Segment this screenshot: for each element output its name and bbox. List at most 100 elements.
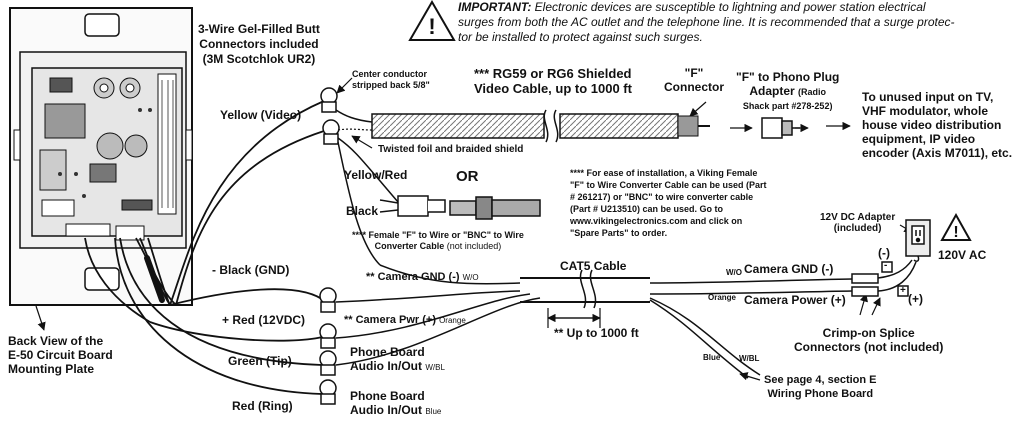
center-conductor-line-2: stripped back 5/8" bbox=[352, 80, 430, 90]
ease-note-line-4: (Part # U213510) can be used. Go to bbox=[570, 204, 724, 214]
destination-line-2: VHF modulator, whole bbox=[862, 104, 989, 118]
phono-adapter-line-2b: (Radio bbox=[798, 87, 827, 97]
back-view-label: Back View of the E-50 Circuit Board Moun… bbox=[8, 334, 113, 376]
svg-text:!: ! bbox=[953, 224, 958, 241]
crimp-line-2: Connectors (not included) bbox=[794, 340, 944, 354]
ac-label: 120V AC bbox=[938, 248, 987, 262]
cat5-wbl: W/BL bbox=[739, 354, 760, 363]
crimp-label: Crimp-on Splice Connectors (not included… bbox=[794, 326, 943, 354]
phono-adapter-line-3: Shack part #278-252) bbox=[742, 101, 833, 111]
phone-board-label-1: Phone Board Audio In/Out W/BL bbox=[350, 345, 445, 375]
splice-connectors bbox=[851, 259, 917, 297]
coax-line-1: *** RG59 or RG6 Shielded bbox=[474, 66, 632, 81]
dc-minus-label: (-) bbox=[878, 246, 890, 260]
phone-board-wbl: W/BL bbox=[425, 363, 445, 372]
cat5-gnd-left: ** Camera GND (-) W/O bbox=[366, 270, 479, 285]
converter-note-line-1: **** Female "F" to Wire or "BNC" to Wire bbox=[352, 230, 524, 240]
cat5-length: ** Up to 1000 ft bbox=[554, 326, 639, 340]
or-label: OR bbox=[456, 168, 479, 185]
phone-board-2-line-2: Audio In/Out bbox=[350, 403, 422, 417]
center-conductor-line-1: Center conductor bbox=[352, 69, 428, 79]
coax-cable bbox=[335, 109, 710, 266]
svg-text:!: ! bbox=[428, 14, 435, 39]
phone-board-label-2: Phone Board Audio In/Out Blue bbox=[350, 389, 441, 419]
converter-cable bbox=[379, 195, 541, 220]
cat5-gnd-left-text: ** Camera GND (-) bbox=[366, 271, 460, 283]
coax-line-2: Video Cable, up to 1000 ft bbox=[474, 81, 632, 96]
ease-note-line-1: **** For ease of installation, a Viking … bbox=[570, 168, 758, 178]
warning-text: IMPORTANT: Electronic devices are suscep… bbox=[458, 0, 1013, 45]
dc-adapter-label: 12V DC Adapter (included) bbox=[820, 212, 895, 234]
f-connector-label: "F" Connector bbox=[664, 66, 724, 94]
destination-line-4: equipment, IP video bbox=[862, 132, 976, 146]
destination-line-1: To unused input on TV, bbox=[862, 90, 994, 104]
see-page-label: See page 4, section E Wiring Phone Board bbox=[764, 373, 877, 401]
phono-adapter-line-2: Adapter bbox=[749, 84, 795, 98]
back-view-line-2: E-50 Circuit Board bbox=[8, 348, 113, 362]
dc-plus-label: (+) bbox=[908, 292, 923, 306]
butt-connector-label: 3-Wire Gel-Filled Butt Connectors includ… bbox=[198, 22, 320, 67]
dc-adapter-line-2: (included) bbox=[833, 223, 882, 234]
back-view-line-1: Back View of the bbox=[8, 334, 104, 348]
back-view-line-3: Mounting Plate bbox=[8, 362, 94, 376]
converter-note-line-2b: (not included) bbox=[446, 241, 502, 251]
center-conductor-label: Center conductor stripped back 5/8" bbox=[352, 69, 430, 91]
phono-adapter bbox=[761, 117, 800, 139]
board-wires bbox=[84, 100, 327, 395]
f-connector-line-1: "F" bbox=[684, 66, 704, 80]
ease-note-line-5: www.vikingelectronics.com and click on bbox=[570, 216, 743, 226]
circuit-board bbox=[31, 67, 183, 241]
ease-note-line-3: # 261217) or "BNC" to wire converter cab… bbox=[570, 192, 754, 202]
ease-note: **** For ease of installation, a Viking … bbox=[570, 167, 767, 239]
coax-label: *** RG59 or RG6 Shielded Video Cable, up… bbox=[474, 66, 632, 96]
cat5-pwr-left-text: ** Camera Pwr (+) bbox=[344, 314, 437, 326]
dc-adapter-line-1: 12V DC Adapter bbox=[820, 212, 896, 223]
ease-note-line-2: "F" to Wire Converter Cable can be used … bbox=[570, 180, 767, 190]
ease-note-line-6: "Spare Parts" to order. bbox=[570, 228, 668, 238]
cat5-blue: Blue bbox=[703, 353, 721, 362]
wire-yellow-red: Yellow/Red bbox=[344, 168, 408, 182]
warning-title: IMPORTANT: bbox=[458, 0, 532, 14]
phone-board-blue: Blue bbox=[425, 407, 442, 416]
butt-connector-line-3: (3M Scotchlok UR2) bbox=[202, 52, 316, 66]
cat5-wo-right: W/O bbox=[726, 268, 742, 277]
see-page-line-2: Wiring Phone Board bbox=[767, 388, 874, 400]
f-connector-line-2: Connector bbox=[664, 80, 724, 94]
dc-plus-mark: + bbox=[900, 285, 906, 296]
butt-connector-line-2: Connectors included bbox=[199, 37, 319, 51]
wire-black: Black bbox=[346, 204, 379, 218]
wire-green-tip: Green (Tip) bbox=[228, 354, 292, 368]
cat5-label: CAT5 Cable bbox=[560, 259, 627, 273]
cat5-pwr-right: Camera Power (+) bbox=[744, 293, 846, 307]
destination-line-3: house video distribution bbox=[862, 118, 1002, 132]
dc-minus-mark: - bbox=[884, 260, 888, 271]
destination-label: To unused input on TV, VHF modulator, wh… bbox=[862, 90, 1012, 160]
wire-yellow-video: Yellow (Video) bbox=[220, 108, 302, 122]
warning-triangle-icon: ! bbox=[408, 0, 456, 41]
phone-board-2-line-1: Phone Board bbox=[350, 389, 425, 403]
cat5-wo-left: W/O bbox=[462, 273, 479, 282]
butt-connector-line-1: 3-Wire Gel-Filled Butt bbox=[198, 22, 320, 36]
phono-adapter-line-1: "F" to Phono Plug bbox=[736, 70, 840, 84]
butt-connectors bbox=[319, 87, 340, 405]
phone-board-1-line-1: Phone Board bbox=[350, 345, 425, 359]
cat5-orange-left: Orange bbox=[439, 316, 466, 325]
converter-note-line-2: Converter Cable bbox=[374, 241, 445, 251]
cat5-orange-right: Orange bbox=[708, 293, 737, 302]
wire-red-12v: + Red (12VDC) bbox=[222, 313, 306, 327]
destination-line-5: encoder (Axis M7011), etc. bbox=[862, 146, 1013, 160]
wire-black-gnd: - Black (GND) bbox=[212, 263, 290, 277]
warning-line-2: surges from both the AC outlet and the t… bbox=[458, 15, 955, 29]
ac-warning-triangle-icon: ! bbox=[940, 212, 972, 241]
crimp-line-1: Crimp-on Splice bbox=[822, 326, 915, 340]
cat5-cable bbox=[335, 264, 853, 379]
warning-line-3: tor be installed to protect against such… bbox=[458, 30, 703, 44]
converter-note: **** Female "F" to Wire or "BNC" to Wire… bbox=[352, 230, 524, 252]
cat5-gnd-right: Camera GND (-) bbox=[744, 262, 834, 276]
phone-board-1-line-2: Audio In/Out bbox=[350, 359, 422, 373]
wire-red-ring: Red (Ring) bbox=[232, 399, 293, 413]
see-page-line-1: See page 4, section E bbox=[764, 374, 877, 386]
phono-adapter-label: "F" to Phono Plug Adapter (Radio Shack p… bbox=[736, 70, 839, 113]
